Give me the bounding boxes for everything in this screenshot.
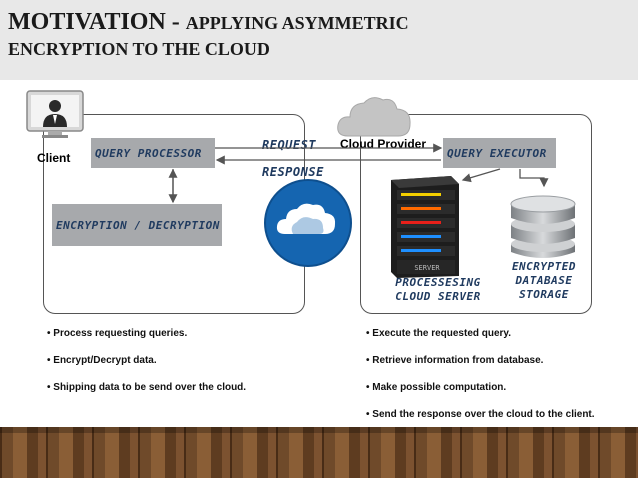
client-bullet-1: • Process requesting queries. [47,328,188,339]
cloud-provider-icon [337,97,411,137]
response-label: RESPONSE [262,165,324,179]
client-bullet-3: • Shipping data to be send over the clou… [47,382,247,393]
provider-bullet-3: • Make possible computation. [366,382,507,393]
provider-panel [360,114,592,314]
title-part-1: MOTIVATION - [8,9,186,35]
slide-header: MOTIVATION - APPLYING ASYMMETRIC ENCRYPT… [0,0,638,80]
encrypted-db-caption: ENCRYPTED DATABASE STORAGE [505,260,583,302]
server-rack-text: SERVER [414,264,440,272]
encryption-decryption-box: ENCRYPTION / DECRYPTION [52,204,222,246]
connection-arrows [168,143,549,204]
provider-bullet-list: • Execute the requested query. • Retriev… [366,328,595,436]
client-computer-icon [26,90,84,138]
encrypted-db-line-3: STORAGE [519,288,569,301]
encrypted-db-line-1: ENCRYPTED [511,260,577,273]
provider-bullet-4: • Send the response over the cloud to th… [366,409,595,420]
processing-server-line-2: CLOUD SERVER [395,290,481,303]
title-part-2: APPLYING ASYMMETRIC [185,13,409,33]
encrypted-db-line-2: DATABASE [515,274,573,287]
cloud-service-icon [264,179,352,267]
query-executor-box: QUERY EXECUTOR [443,138,556,168]
client-bullet-2: • Encrypt/Decrypt data. [47,355,157,366]
query-processor-box: QUERY PROCESSOR [91,138,215,168]
provider-bullet-1: • Execute the requested query. [366,328,512,339]
client-bullet-list: • Process requesting queries. • Encrypt/… [47,328,246,409]
provider-bullet-2: • Retrieve information from database. [366,355,544,366]
title-part-3: ENCRYPTION TO THE CLOUD [8,39,270,59]
slide-title: MOTIVATION - APPLYING ASYMMETRIC ENCRYPT… [8,10,409,63]
processing-server-line-1: PROCESSESING [395,276,481,289]
processing-server-caption: PROCESSESING CLOUD SERVER [392,276,484,304]
wood-floor-background [0,427,638,478]
client-label: Client [37,151,71,165]
diagram-area: Client Cloud Provider QUERY PROCESSOR EN… [0,80,638,427]
database-icon [510,195,576,258]
server-rack-icon: SERVER [391,176,459,278]
